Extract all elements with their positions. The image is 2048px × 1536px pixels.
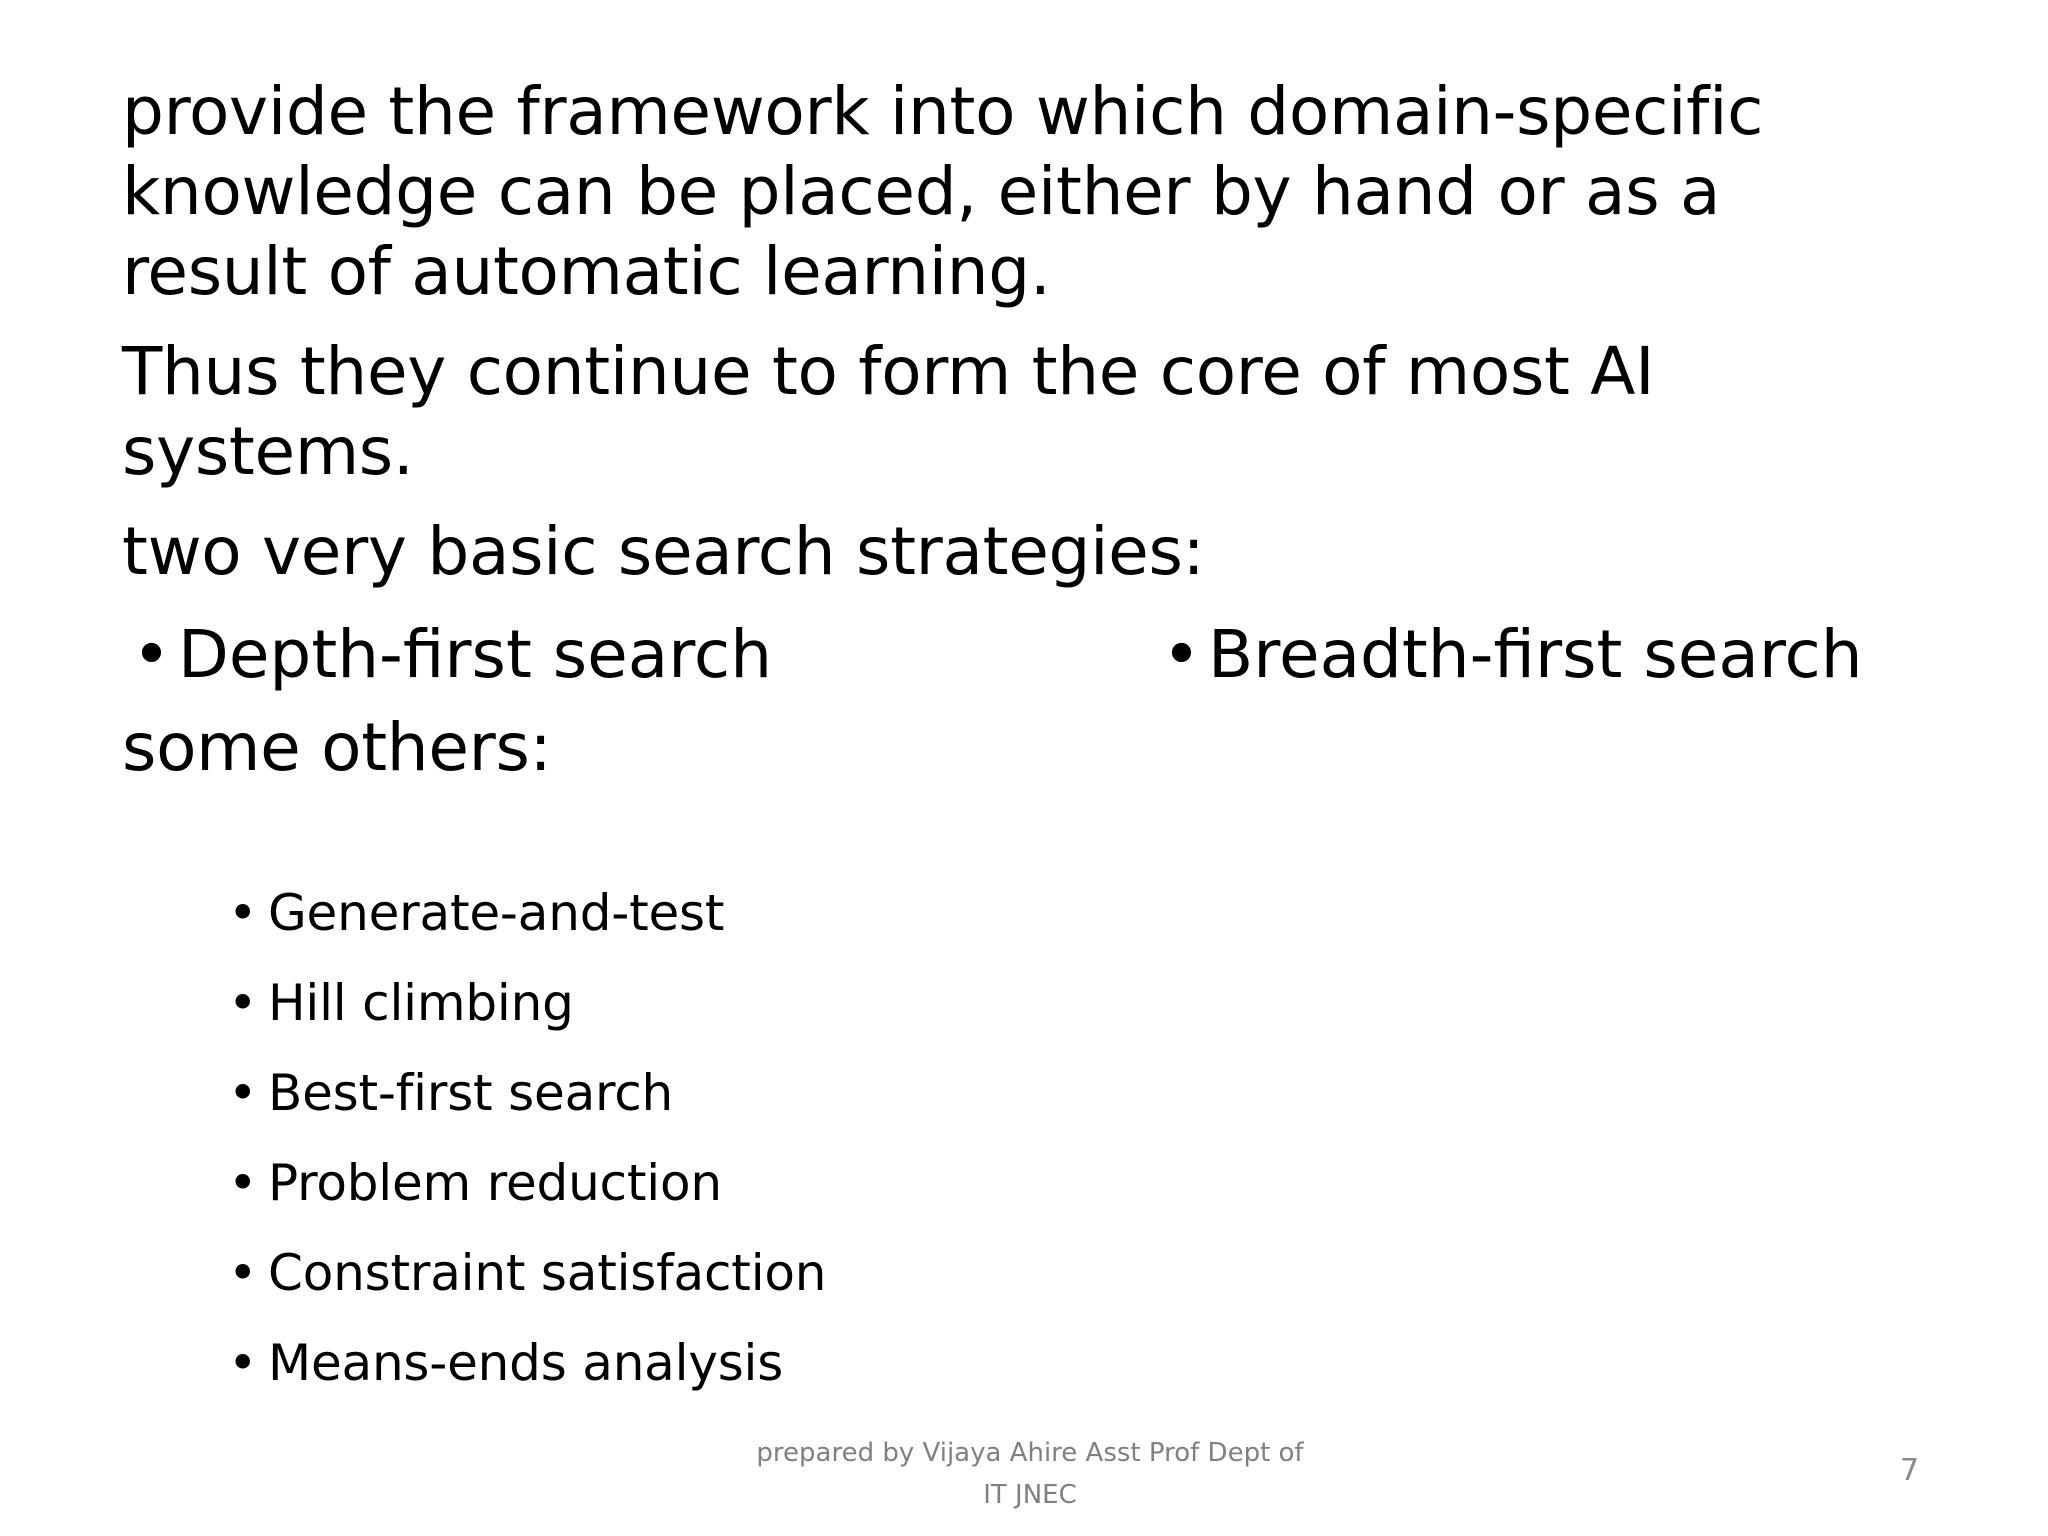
- bullet-dot-icon: •: [132, 616, 171, 693]
- paragraph-line: Thus they continue to form the core of m…: [122, 333, 1655, 410]
- slide-body-text: provide the framework into which domain-…: [122, 72, 1962, 788]
- list-item-label: Hill climbing: [268, 974, 574, 1032]
- bullet-dot-icon: •: [1162, 616, 1201, 693]
- list-item: •Generate-and-test: [228, 868, 1428, 958]
- paragraph-spacer: [122, 592, 1962, 612]
- list-item-label: Problem reduction: [268, 1154, 722, 1212]
- slide-footer: prepared by Vijaya Ahire Asst Prof Dept …: [600, 1432, 1460, 1516]
- bullet-dot-icon: •: [228, 1244, 258, 1302]
- paragraph-line: provide the framework into which domain-…: [122, 73, 1764, 150]
- paragraph-line: systems.: [122, 413, 414, 490]
- paragraph-spacer: [122, 492, 1962, 512]
- other-strategies-list: •Generate-and-test •Hill climbing •Best-…: [228, 868, 1428, 1408]
- list-item: •Constraint satisfaction: [228, 1228, 1428, 1318]
- some-others-label: some others:: [122, 709, 552, 786]
- paragraph-line: result of automatic learning.: [122, 233, 1051, 310]
- bullet-breadth-first-search: •Breadth-first search: [1162, 612, 1863, 698]
- list-item: •Means-ends analysis: [228, 1318, 1428, 1408]
- list-item-label: Means-ends analysis: [268, 1334, 784, 1392]
- page-number: 7: [1900, 1453, 1920, 1488]
- bullet-label: Breadth-first search: [1208, 616, 1863, 693]
- list-item-label: Best-first search: [268, 1064, 674, 1122]
- bullet-depth-first-search: •Depth-first search: [132, 612, 772, 698]
- list-item-label: Constraint satisfaction: [268, 1244, 827, 1302]
- bullet-dot-icon: •: [228, 1334, 258, 1392]
- bullet-dot-icon: •: [228, 1064, 258, 1122]
- list-item: •Hill climbing: [228, 958, 1428, 1048]
- paragraph-line: knowledge can be placed, either by hand …: [122, 153, 1721, 230]
- bullet-dot-icon: •: [228, 884, 258, 942]
- paragraph-spacer: [122, 312, 1962, 332]
- search-strategies-row: •Depth-first search •Breadth-first searc…: [122, 612, 1962, 708]
- bullet-dot-icon: •: [228, 1154, 258, 1212]
- list-item-label: Generate-and-test: [268, 884, 725, 942]
- bullet-dot-icon: •: [228, 974, 258, 1032]
- footer-line-1: prepared by Vijaya Ahire Asst Prof Dept …: [756, 1438, 1304, 1468]
- list-item: •Problem reduction: [228, 1138, 1428, 1228]
- bullet-label: Depth-first search: [178, 616, 773, 693]
- paragraph-line: two very basic search strategies:: [122, 513, 1205, 590]
- footer-line-2: IT JNEC: [983, 1480, 1077, 1510]
- list-item: •Best-first search: [228, 1048, 1428, 1138]
